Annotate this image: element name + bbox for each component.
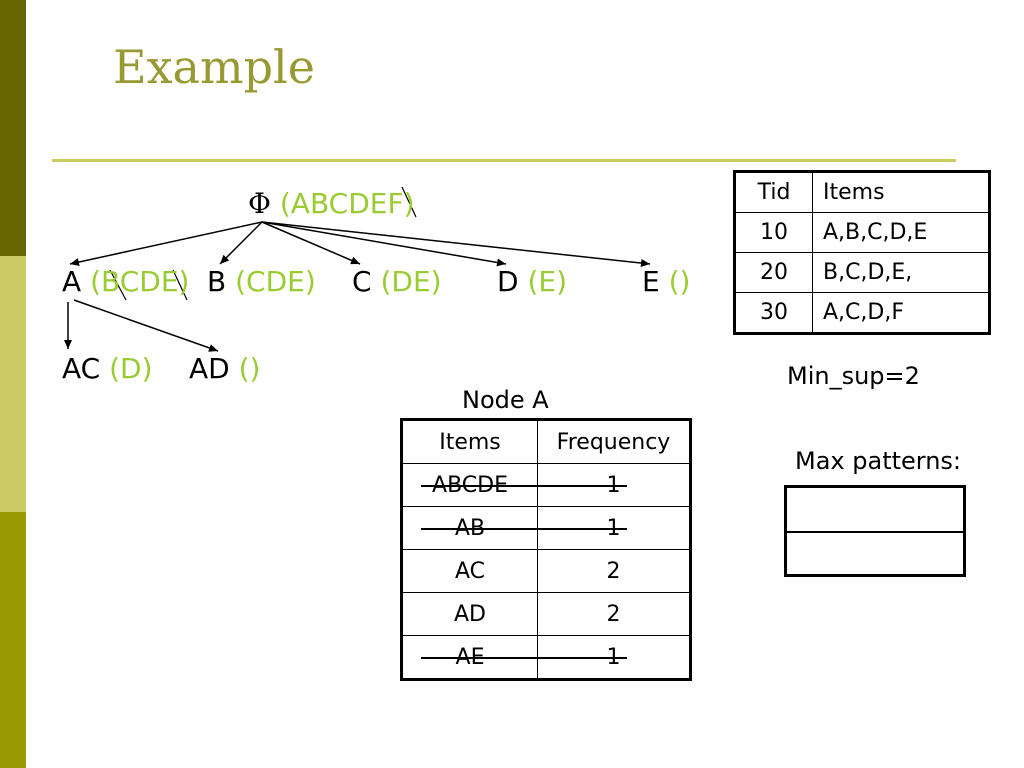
sidebar-block-middle xyxy=(0,256,26,512)
strike-a-e xyxy=(172,269,188,301)
cell-tid: 20 xyxy=(734,252,813,293)
tree-node-set: () xyxy=(668,265,691,298)
min-sup-label: Min_sup=2 xyxy=(787,362,920,390)
edge-root-b xyxy=(219,221,263,265)
tree-node-set: () xyxy=(238,352,261,385)
strike-line xyxy=(421,485,627,487)
edge-a-ad xyxy=(73,299,219,352)
table-row: AE 1 xyxy=(401,635,691,680)
cell-frequency: 1 xyxy=(537,463,691,507)
header-items: Items xyxy=(812,171,990,213)
tree-node-item: AD xyxy=(189,352,230,385)
cell-items: ABCDE xyxy=(401,463,627,507)
tree-node-set: (CDE) xyxy=(235,265,316,298)
table-header-row: Tid Items xyxy=(734,171,990,213)
edge-root-c xyxy=(261,221,361,265)
cell-frequency: 1 xyxy=(537,635,691,680)
table-row: 30 A,C,D,F xyxy=(734,292,990,334)
edge-root-d xyxy=(261,221,507,267)
table-row: 20 B,C,D,E, xyxy=(734,252,990,293)
cell-items: AC xyxy=(401,549,538,593)
node-table-caption: Node A xyxy=(462,386,549,414)
tree-node-ad: AD () xyxy=(189,355,260,383)
phi-symbol: Φ xyxy=(248,187,271,220)
header-frequency: Frequency xyxy=(537,419,691,464)
tree-node-item: AC xyxy=(62,352,101,385)
tree-root-node: Φ (ABCDEF) xyxy=(248,190,415,218)
strike-a-b xyxy=(109,269,127,301)
tree-node-b: B (CDE) xyxy=(207,268,316,296)
table-row: AD 2 xyxy=(401,592,691,636)
cell-items: AB xyxy=(401,506,627,550)
cell-items: A,B,C,D,E xyxy=(812,212,990,253)
slide-title: Example xyxy=(113,40,315,94)
header-items: Items xyxy=(401,419,538,464)
tree-root-set: (ABCDEF) xyxy=(279,187,415,220)
tree-node-set: (E) xyxy=(527,265,568,298)
strike-root-f xyxy=(401,186,417,218)
tree-node-item: C xyxy=(352,265,372,298)
cell-items: A,C,D,F xyxy=(812,292,990,334)
table-header-row: Items Frequency xyxy=(401,419,691,464)
table-row: AB 1 xyxy=(401,506,691,550)
cell-items: B,C,D,E, xyxy=(812,252,990,293)
title-rule xyxy=(52,159,956,162)
cell-frequency: 1 xyxy=(537,506,691,550)
sidebar-block-top xyxy=(0,0,26,256)
tree-node-c: C (DE) xyxy=(352,268,442,296)
tree-node-item: B xyxy=(207,265,227,298)
table-row: ABCDE 1 xyxy=(401,463,691,507)
cell-items: AE xyxy=(401,635,627,680)
table-row: AC 2 xyxy=(401,549,691,593)
tree-node-set: (D) xyxy=(109,352,153,385)
strike-line xyxy=(421,528,627,530)
tree-node-item: E xyxy=(642,265,660,298)
cell-frequency: 2 xyxy=(537,549,691,593)
strike-line xyxy=(421,657,627,659)
tree-node-ac: AC (D) xyxy=(62,355,153,383)
tree-node-set: (BCDE) xyxy=(90,265,190,298)
tree-node-a: A (BCDE) xyxy=(62,268,189,296)
edge-root-a xyxy=(69,221,263,266)
node-a-table: Items Frequency ABCDE 1 AB 1 AC 2 AD 2 A… xyxy=(400,418,692,681)
edge-root-e xyxy=(261,221,651,268)
tree-node-item: D xyxy=(497,265,519,298)
tree-node-set: (DE) xyxy=(380,265,442,298)
table-row: 10 A,B,C,D,E xyxy=(734,212,990,253)
max-patterns-divider xyxy=(787,531,963,533)
cell-tid: 10 xyxy=(734,212,813,253)
cell-frequency: 2 xyxy=(537,592,691,636)
tree-node-item: A xyxy=(62,265,82,298)
tree-node-d: D (E) xyxy=(497,268,567,296)
header-tid: Tid xyxy=(734,171,813,213)
cell-items: AD xyxy=(401,592,538,636)
max-patterns-label: Max patterns: xyxy=(795,447,962,475)
max-patterns-box xyxy=(784,485,966,577)
transaction-table: Tid Items 10 A,B,C,D,E 20 B,C,D,E, 30 A,… xyxy=(733,170,991,335)
cell-tid: 30 xyxy=(734,292,813,334)
sidebar-block-bottom xyxy=(0,512,26,768)
tree-node-e: E () xyxy=(642,268,690,296)
sidebar-decoration xyxy=(0,0,26,768)
